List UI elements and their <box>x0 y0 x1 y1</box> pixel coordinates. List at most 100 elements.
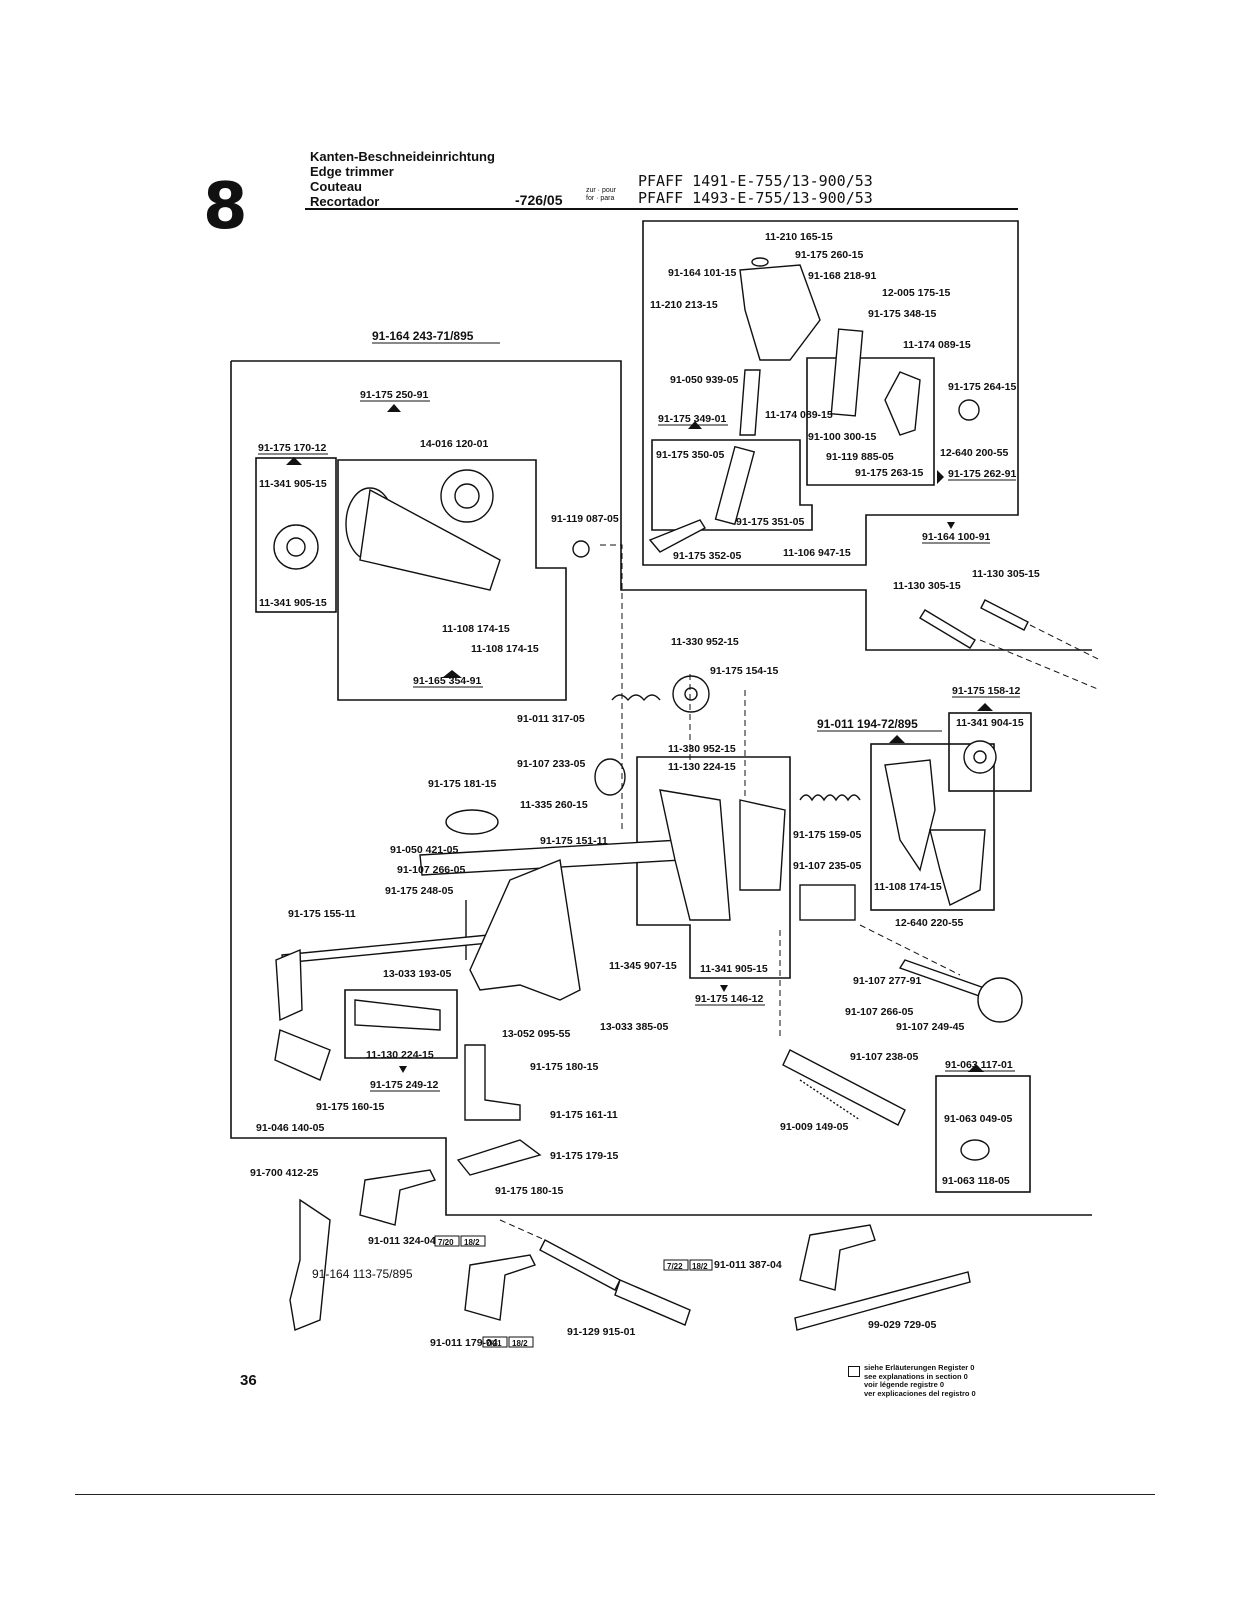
part-label: 91-011 317-05 <box>517 713 585 725</box>
part-label: 13-033 385-05 <box>600 1021 668 1033</box>
part-label: 11-108 174-15 <box>442 623 510 635</box>
part-label: 91-175 161-11 <box>550 1109 618 1121</box>
legend-text: siehe Erläuterungen Register 0 see expla… <box>864 1363 976 1398</box>
part-label: 91-063 049-05 <box>944 1113 1012 1125</box>
part-label: 11-130 224-15 <box>668 761 736 773</box>
part-label: 99-029 729-05 <box>868 1319 936 1331</box>
legend-line-de: siehe Erläuterungen Register 0 <box>864 1363 975 1372</box>
part-label: 91-175 348-15 <box>868 308 936 320</box>
section-ref: 18/2 <box>692 1262 708 1271</box>
part-label: 91-011 179-04 <box>430 1337 498 1349</box>
part-label: 91-063 118-05 <box>942 1175 1010 1187</box>
assy-158-12: 91-175 158-12 <box>952 685 1020 697</box>
part-label: 91-164 113-75/895 <box>312 1267 413 1281</box>
part-label: 91-175 180-15 <box>530 1061 598 1073</box>
part-label: 91-046 140-05 <box>256 1122 324 1134</box>
upper-assembly-frame <box>642 220 1019 566</box>
part-label: 11-341 905-15 <box>700 963 768 975</box>
part-label: 91-129 915-01 <box>567 1326 635 1338</box>
part-label: 91-175 264-15 <box>948 381 1016 393</box>
title-en: Edge trimmer <box>310 164 394 179</box>
assy-194-72: 91-011 194-72/895 <box>817 717 918 731</box>
assy-250-91: 91-175 250-91 <box>360 389 428 401</box>
section-ref: 7/22 <box>667 1262 683 1271</box>
part-label: 91-175 151-11 <box>540 835 608 847</box>
assy-262-91: 91-175 262-91 <box>948 468 1016 480</box>
title-fr: Couteau <box>310 179 362 194</box>
part-label: 11-108 174-15 <box>471 643 539 655</box>
part-label: 91-175 260-15 <box>795 249 863 261</box>
part-label: 11-130 305-15 <box>972 568 1040 580</box>
part-label: 91-164 101-15 <box>668 267 736 279</box>
frame-146-12 <box>636 756 791 979</box>
frame-250-91 <box>337 459 567 701</box>
part-label: 11-106 947-15 <box>783 547 851 559</box>
part-label: 11-335 260-15 <box>520 799 588 811</box>
header-rule <box>305 208 1018 210</box>
assy-170-12: 91-175 170-12 <box>258 442 326 454</box>
part-label: 11-341 905-15 <box>259 597 327 609</box>
part-label: 91-700 412-25 <box>250 1167 318 1179</box>
part-label: 11-341 904-15 <box>956 717 1024 729</box>
model-2: PFAFF 1493-E-755/13-900/53 <box>638 189 873 207</box>
part-label: 91-175 352-05 <box>673 550 741 562</box>
part-label: 91-175 263-15 <box>855 467 923 479</box>
part-label: 91-119 087-05 <box>551 513 619 525</box>
part-label: 13-052 095-55 <box>502 1028 570 1040</box>
part-label: 11-345 907-15 <box>609 960 677 972</box>
assy-249-12: 91-175 249-12 <box>370 1079 438 1091</box>
part-label: 91-175 160-15 <box>316 1101 384 1113</box>
main-frame-top <box>231 360 1092 651</box>
part-label: 12-005 175-15 <box>882 287 950 299</box>
legend-box-icon <box>848 1366 860 1377</box>
part-label: 14-016 120-01 <box>420 438 488 450</box>
part-label: 91-175 155-11 <box>288 908 356 920</box>
frame-170-12 <box>255 457 337 613</box>
part-label: 11-210 165-15 <box>765 231 833 243</box>
part-label: 11-174 089-15 <box>903 339 971 351</box>
section-ref: 7/20 <box>438 1238 454 1247</box>
legend-line-es: ver explicaciones del registro 0 <box>864 1388 976 1398</box>
part-label: 91-100 300-15 <box>808 431 876 443</box>
title-es: Recortador <box>310 194 380 209</box>
legend-line-en: see explanations in section 0 <box>864 1371 968 1381</box>
assy-117-01: 91-063 117-01 <box>945 1059 1013 1071</box>
frame-194-72 <box>870 743 995 911</box>
assy-243-71: 91-164 243-71/895 <box>372 329 474 343</box>
frame-249-12 <box>344 989 458 1059</box>
part-label: 91-009 149-05 <box>780 1121 848 1133</box>
part-label: 91-107 266-05 <box>845 1006 913 1018</box>
section-number: 8 <box>203 170 248 244</box>
part-label: 13-033 193-05 <box>383 968 451 980</box>
section-ref: 7/21 <box>486 1339 502 1348</box>
part-label: 91-175 181-15 <box>428 778 496 790</box>
model-1: PFAFF 1491-E-755/13-900/53 <box>638 172 873 190</box>
legend-line-fr: voir légende registre 0 <box>864 1380 945 1389</box>
part-label: 12-640 200-55 <box>940 447 1008 459</box>
bottom-rule <box>75 1494 1155 1495</box>
frame-158-12 <box>948 712 1032 792</box>
part-label: 11-130 224-15 <box>366 1049 434 1061</box>
part-label: 11-210 213-15 <box>650 299 718 311</box>
part-label: 91-175 159-05 <box>793 829 861 841</box>
variant-code: -726/05 <box>515 192 563 208</box>
part-label: 12-640 220-55 <box>895 917 963 929</box>
assy-349-01: 91-175 349-01 <box>658 413 726 425</box>
part-label: 91-107 238-05 <box>850 1051 918 1063</box>
section-ref: 18/2 <box>464 1238 480 1247</box>
assy-100-91: 91-164 100-91 <box>922 531 990 543</box>
part-label: 91-175 351-05 <box>736 516 804 528</box>
part-label: 91-175 350-05 <box>656 449 724 461</box>
part-label: 91-175 248-05 <box>385 885 453 897</box>
part-label: 91-050 939-05 <box>670 374 738 386</box>
for-label: zur · pour for · para <box>586 187 616 202</box>
section-ref: 18/2 <box>512 1339 528 1348</box>
part-label: 91-107 235-05 <box>793 860 861 872</box>
part-label: 11-108 174-15 <box>874 881 942 893</box>
part-label: 11-130 305-15 <box>893 580 961 592</box>
frame-117-01 <box>935 1075 1031 1193</box>
part-label: 91-168 218-91 <box>808 270 876 282</box>
part-label: 91-175 179-15 <box>550 1150 618 1162</box>
part-label: 11-341 905-15 <box>259 478 327 490</box>
part-label: 91-050 421-05 <box>390 844 458 856</box>
